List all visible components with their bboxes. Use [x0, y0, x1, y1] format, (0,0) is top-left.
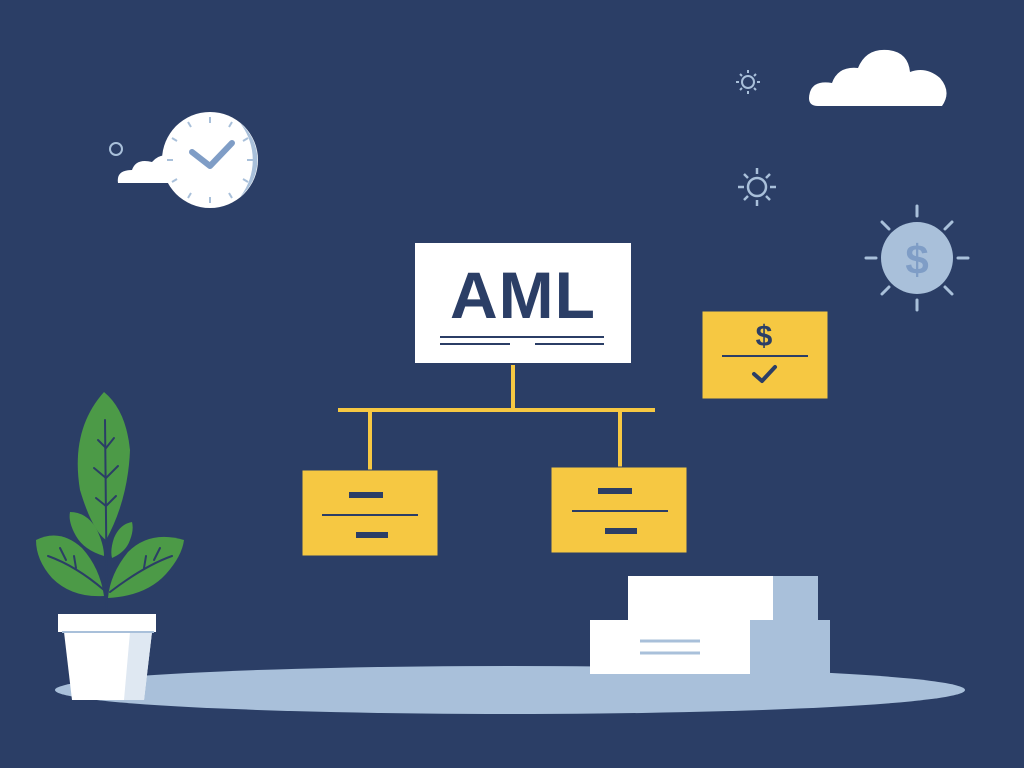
coin-symbol: $ [905, 236, 928, 283]
org-card-left [301, 469, 439, 557]
sun-icon [736, 70, 760, 94]
leaf-small-right [111, 522, 133, 558]
dollar-coin-icon: $ [864, 204, 970, 312]
sun-icon [738, 168, 776, 206]
check-card-symbol: $ [756, 320, 773, 353]
cloud-icon [809, 49, 947, 106]
small-bubble [109, 142, 123, 156]
clock-hands [189, 140, 235, 169]
ground-shadow [55, 666, 965, 714]
dollar-check-icon: $ [701, 310, 829, 400]
org-connectors [338, 364, 655, 470]
aml-title: AML [450, 258, 596, 332]
clock-face [162, 112, 258, 208]
pot-rim [58, 614, 156, 632]
clock-ticks [167, 117, 253, 203]
plant-icon [36, 392, 184, 700]
document-stack-icon [590, 576, 830, 674]
clock-icon [109, 112, 258, 208]
aml-title-card: AML [413, 241, 633, 365]
org-card-right [550, 466, 688, 554]
leaf-small-left [69, 512, 104, 556]
clock-shade [240, 123, 258, 197]
leaf-top [77, 392, 130, 540]
